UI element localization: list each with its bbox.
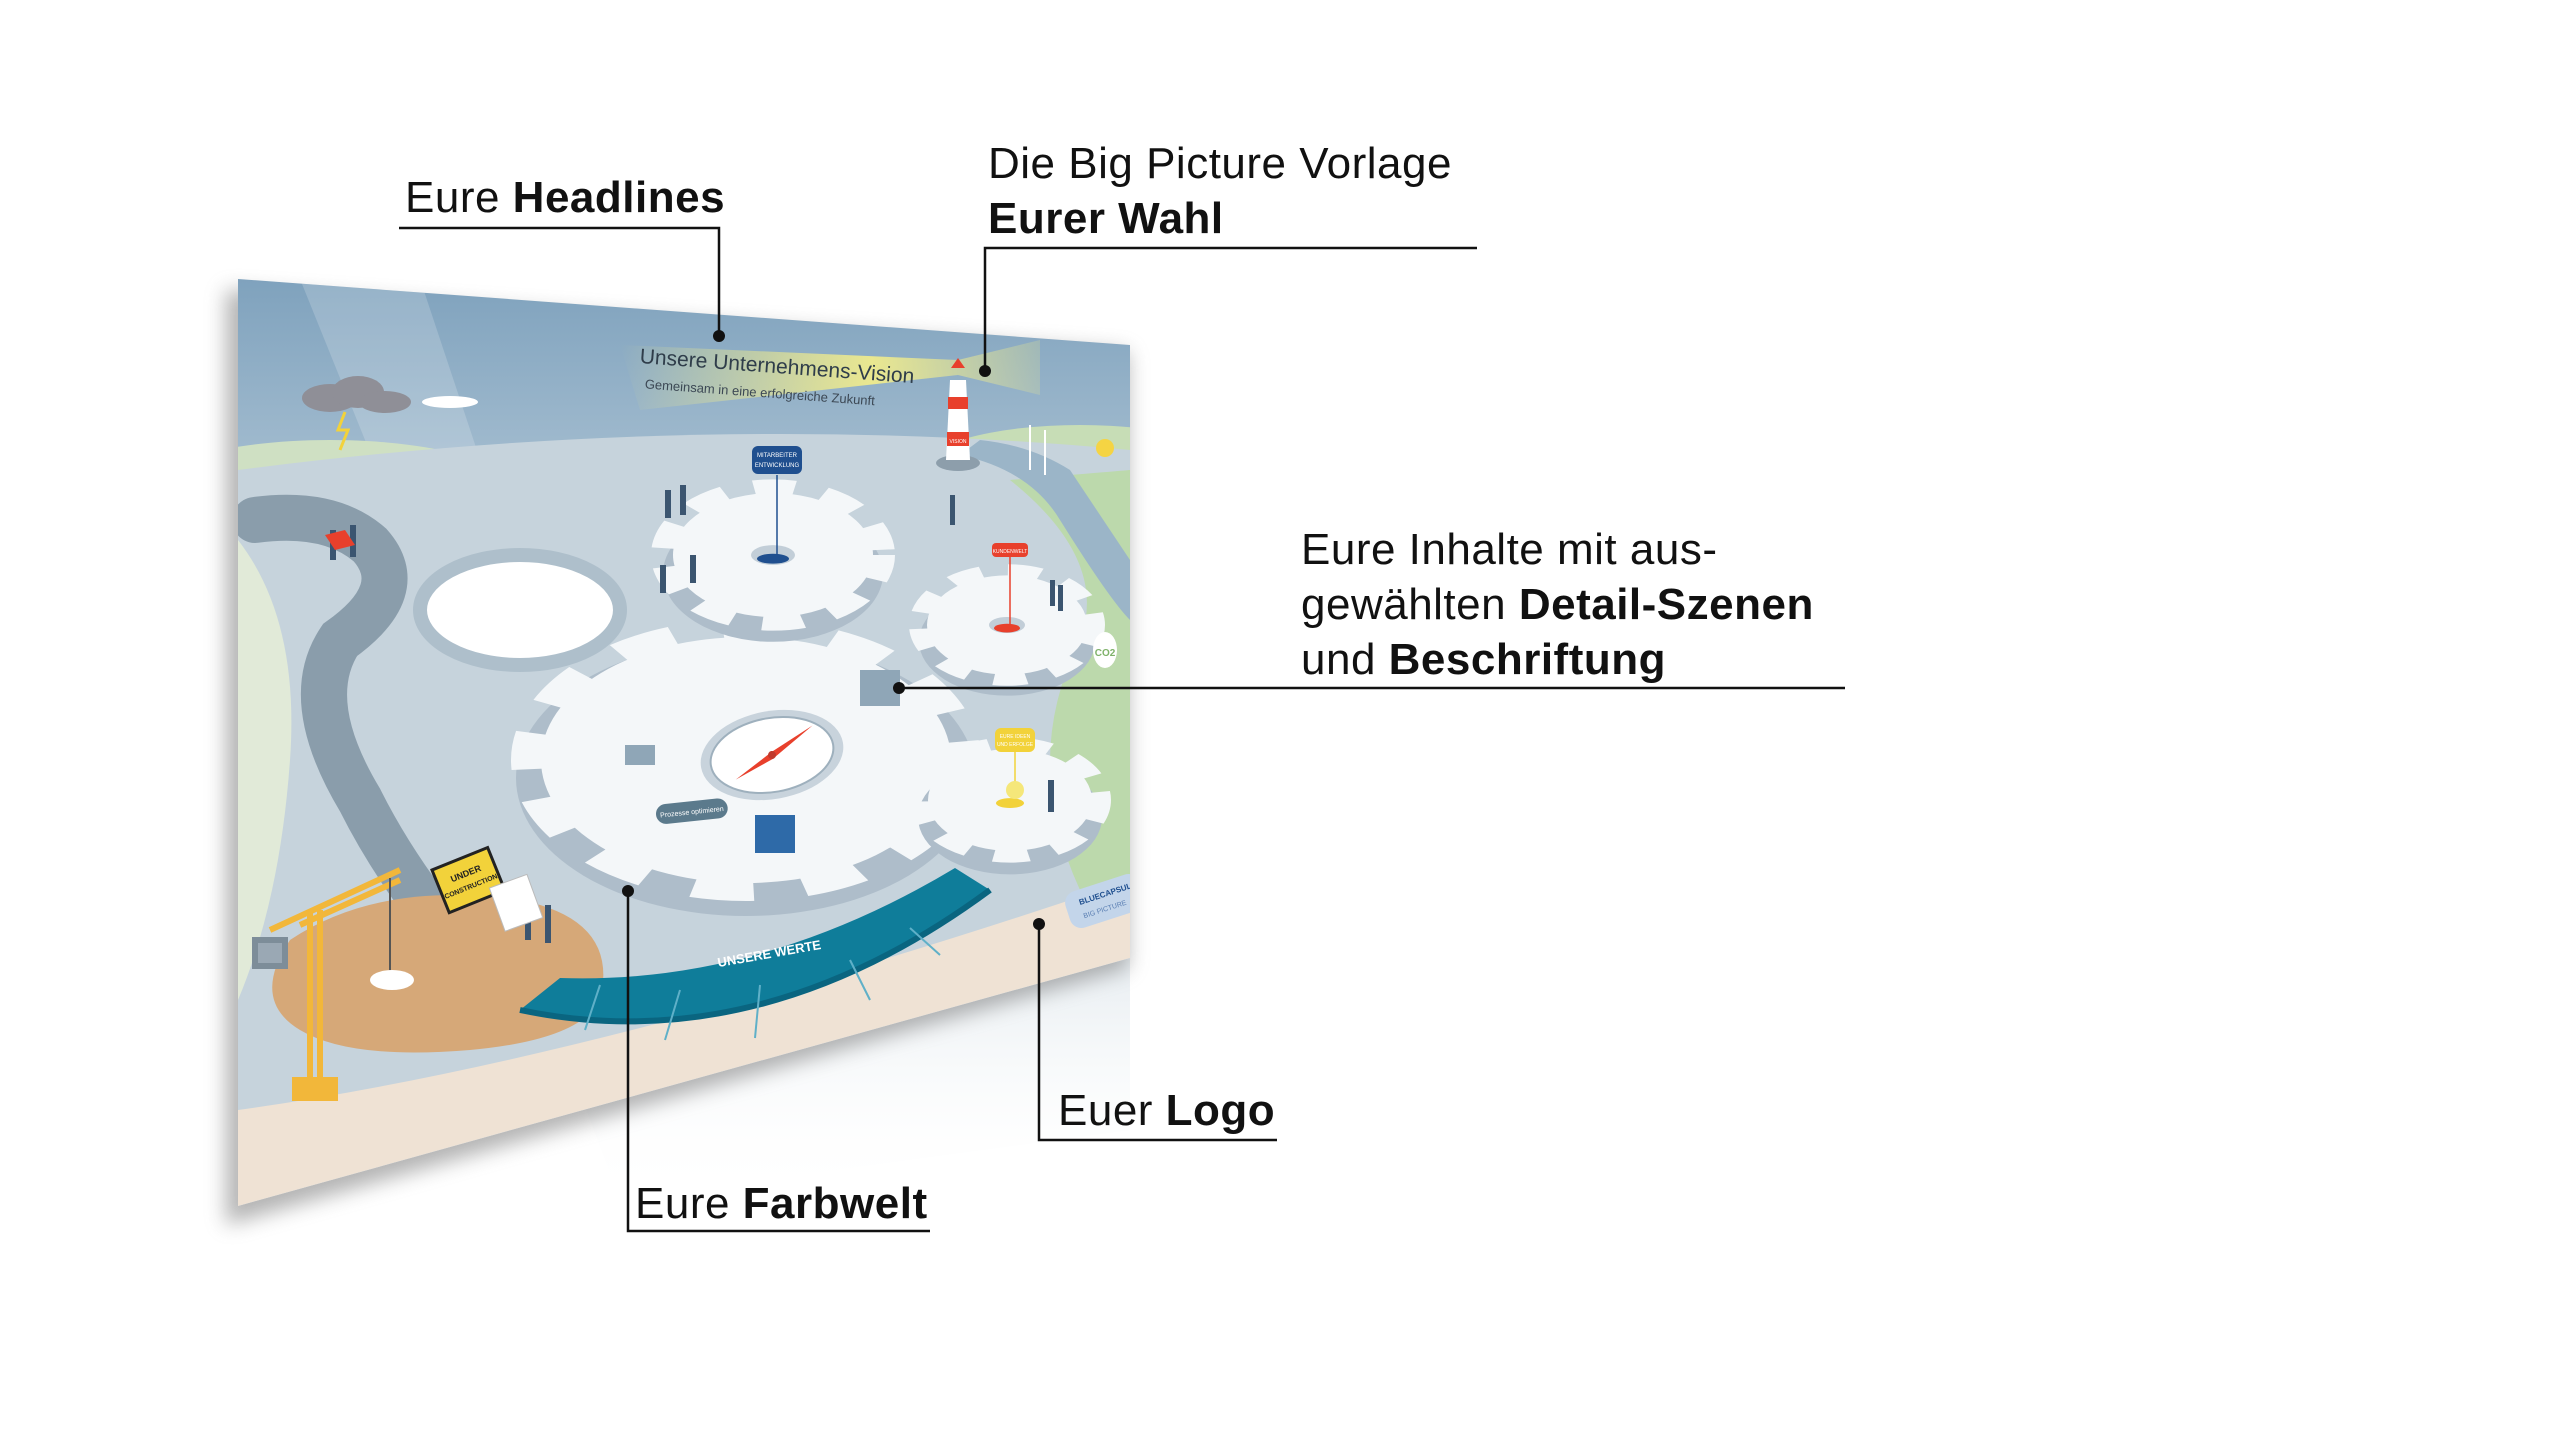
annotation-leaders: [399, 226, 1845, 1233]
contents-line2-bold: Detail-Szenen: [1518, 580, 1814, 629]
lightbulb-icon: [1006, 781, 1024, 799]
values-arc: [520, 868, 990, 1022]
annotation-contents: Eure Inhalte mit aus- gewählten Detail-S…: [1301, 522, 1814, 687]
annotation-colors: Eure Farbwelt: [635, 1176, 928, 1231]
poster-logo: BLUECAPSULE BIG PICTURE: [1065, 874, 1130, 929]
tag-employee-development: MITARBEITER ENTWICKLUNG: [752, 446, 802, 474]
customer-gear: [909, 564, 1105, 696]
poster: UNDER CONSTRUCTION UNSERE WERTE: [238, 279, 1130, 1206]
logo-normal: Euer: [1058, 1086, 1166, 1135]
template-line1: Die Big Picture Vorlage: [988, 139, 1452, 188]
colors-normal: Eure: [635, 1179, 743, 1228]
compass-icon: [700, 709, 844, 801]
storm-cloud-icon: [302, 376, 411, 451]
tag-customer-text: KUNDENWELT: [993, 549, 1028, 555]
tag-ideas-line1: EURE IDEEN: [1000, 734, 1031, 740]
cloud-icon: [422, 396, 478, 408]
logo-bold: Logo: [1165, 1086, 1276, 1135]
employee-gear: [651, 479, 895, 642]
contents-line1: Eure Inhalte mit aus-: [1301, 525, 1718, 574]
tag-ideas-line2: UND ERFOLGE: [997, 742, 1034, 748]
poster-reflection: [560, 958, 1130, 1200]
ideas-gear: [909, 737, 1111, 875]
sun-icon: [1096, 439, 1114, 457]
lighthouse-icon: VISION: [936, 358, 980, 471]
tag-employee-line1: MITARBEITER: [757, 453, 798, 459]
crane-icon: [252, 867, 402, 1101]
windmill-icon: [1029, 425, 1046, 475]
tag-customer: KUNDENWELT: [992, 543, 1028, 557]
lighthouse-label: VISION: [950, 439, 967, 445]
tag-employee-line2: ENTWICKLUNG: [755, 463, 800, 469]
headlines-normal: Eure: [405, 173, 513, 222]
contents-line3-bold: Beschriftung: [1388, 635, 1666, 684]
co2-footprint-icon: CO2: [1093, 632, 1117, 668]
template-bold: Eurer Wahl: [988, 194, 1224, 243]
annotation-dots: [622, 330, 1045, 930]
annotation-template: Die Big Picture Vorlage Eurer Wahl: [988, 136, 1452, 246]
headlines-bold: Headlines: [512, 173, 726, 222]
road: [238, 494, 493, 983]
process-optimize-button: Prozesse optimieren: [655, 798, 728, 824]
colors-bold: Farbwelt: [742, 1179, 928, 1228]
co2-label: CO2: [1095, 648, 1116, 659]
contents-line3-normal: und: [1301, 635, 1389, 684]
under-construction-sign: UNDER CONSTRUCTION: [430, 845, 507, 915]
tag-ideas: EURE IDEEN UND ERFOLGE: [995, 728, 1035, 752]
annotation-logo: Euer Logo: [1058, 1083, 1275, 1138]
annotation-headlines: Eure Headlines: [405, 170, 725, 225]
contents-line2-normal: gewählten: [1301, 580, 1519, 629]
